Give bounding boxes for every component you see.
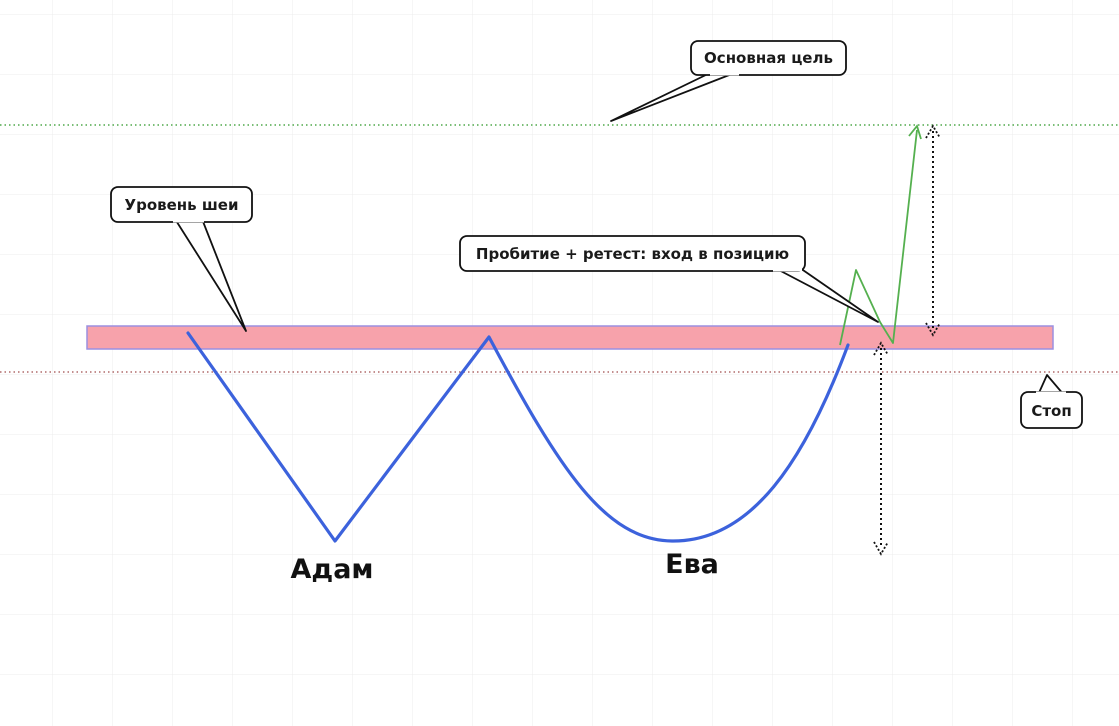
callout-stop: Стоп xyxy=(1020,374,1083,429)
adam-label: Адам xyxy=(291,554,374,585)
callout-stop-label: Стоп xyxy=(1031,402,1071,420)
callout-neckline-label: Уровень шеи xyxy=(125,196,239,214)
price-path xyxy=(186,331,850,543)
pattern-height-arrow xyxy=(873,341,889,556)
callout-entry-label: Пробитие + ретест: вход в позицию xyxy=(476,245,789,263)
callout-entry: Пробитие + ретест: вход в позицию xyxy=(459,235,879,323)
target-projection-arrow xyxy=(925,124,941,337)
eve-label: Ева xyxy=(665,549,719,580)
callout-target: Основная цель xyxy=(610,40,847,122)
callout-target-label: Основная цель xyxy=(704,49,833,67)
breakout-retest-path xyxy=(839,129,918,346)
neckline-band xyxy=(86,325,1054,350)
breakout-arrowhead xyxy=(908,124,922,140)
callout-neckline: Уровень шеи xyxy=(110,186,253,332)
